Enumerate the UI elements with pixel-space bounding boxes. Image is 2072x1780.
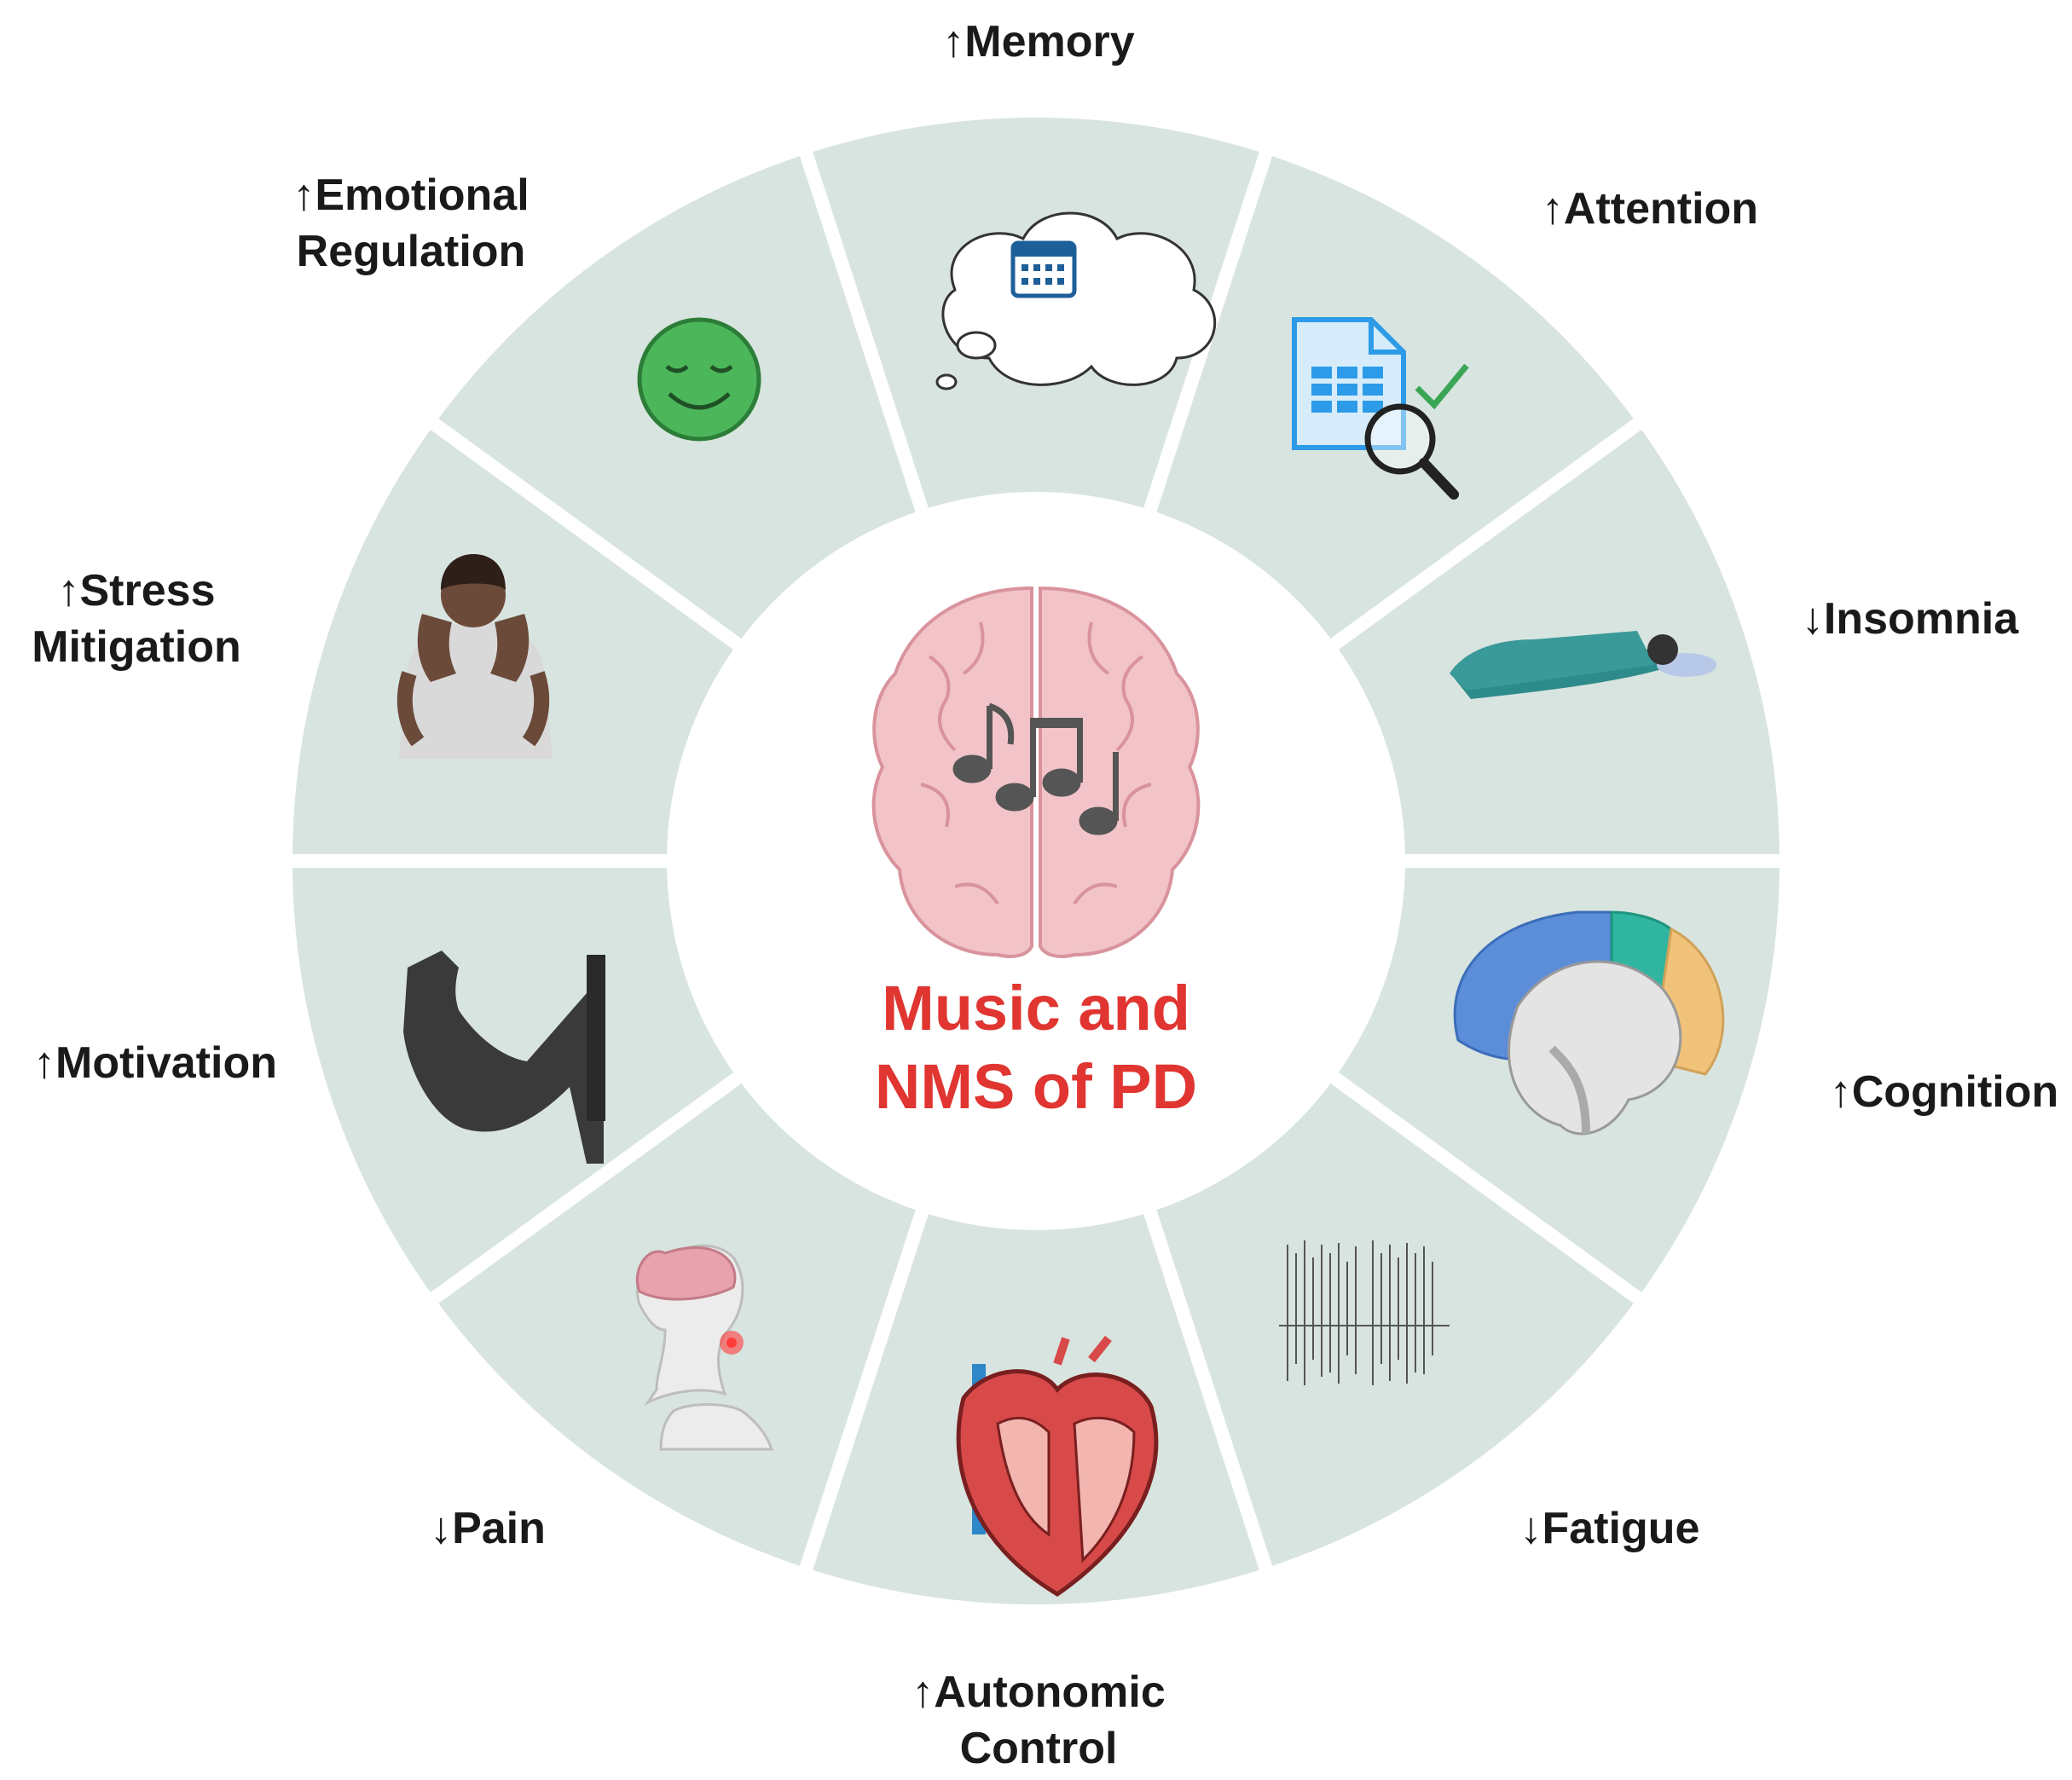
label-autonomic: ↑Autonomic Control — [912, 1667, 1166, 1773]
brain-music-icon — [871, 586, 1201, 958]
stressed-person-icon — [396, 554, 553, 759]
center-title-line-1: Music and — [882, 973, 1190, 1043]
heart-anatomy-icon — [956, 1335, 1159, 1597]
label-cognition-line-1: ↑Cognition — [1830, 1067, 2059, 1117]
label-insomnia: ↓Insomnia — [1802, 594, 2019, 644]
calm-smiley-face-icon — [637, 317, 761, 442]
label-fatigue: ↓Fatigue — [1520, 1504, 1700, 1553]
label-stress-line-1: ↑Stress — [58, 566, 216, 615]
label-memory-line-1: ↑Memory — [942, 17, 1134, 66]
label-cognition: ↑Cognition — [1830, 1067, 2059, 1117]
head-neck-pain-icon — [635, 1244, 774, 1451]
label-pain: ↓Pain — [430, 1504, 546, 1553]
thought-cloud-calendar-icon — [935, 211, 1217, 390]
label-autonomic-line-2: Control — [960, 1724, 1118, 1773]
waveform-icon — [1279, 1240, 1450, 1385]
center-disc — [674, 499, 1398, 1223]
label-attention-line-1: ↑Attention — [1542, 184, 1758, 234]
label-motivation-line-1: ↑Motivation — [33, 1038, 277, 1088]
label-emotional: ↑Emotional Regulation — [292, 170, 529, 276]
label-motivation: ↑Motivation — [33, 1038, 277, 1088]
label-stress-line-2: Mitigation — [32, 622, 241, 672]
label-emotional-line-1: ↑Emotional — [292, 170, 529, 220]
label-fatigue-line-1: ↓Fatigue — [1520, 1504, 1700, 1553]
flexed-arm-icon — [403, 951, 605, 1164]
label-autonomic-line-1: ↑Autonomic — [912, 1667, 1166, 1717]
brain-sagittal-icon — [1453, 910, 1725, 1136]
label-insomnia-line-1: ↓Insomnia — [1802, 594, 2019, 644]
label-memory: ↑Memory — [942, 17, 1134, 66]
label-emotional-line-2: Regulation — [297, 227, 526, 276]
sleeping-person-icon — [1450, 631, 1716, 699]
center-title-line-2: NMS of PD — [875, 1051, 1197, 1122]
label-pain-line-1: ↓Pain — [430, 1504, 546, 1553]
document-magnifier-check-icon — [1292, 317, 1469, 500]
label-stress: ↑Stress Mitigation — [32, 566, 241, 672]
label-attention: ↑Attention — [1542, 184, 1758, 234]
